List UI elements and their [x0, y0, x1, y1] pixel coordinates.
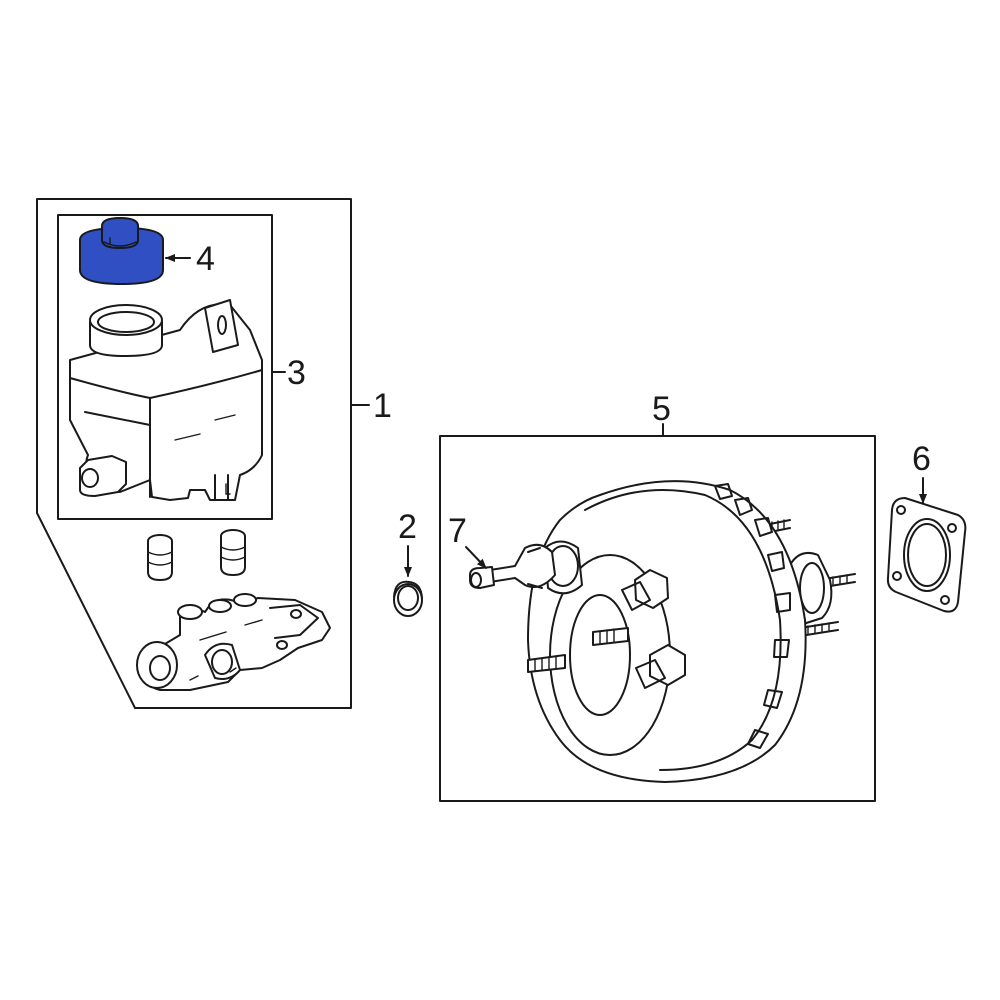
callout-5: 5: [652, 390, 671, 428]
group-1-outline: [36, 198, 352, 709]
reservoir-cap[interactable]: [79, 216, 164, 286]
grommet-left[interactable]: [147, 534, 173, 581]
group-5-outline: [439, 435, 876, 802]
master-cylinder-body[interactable]: [136, 593, 331, 691]
reservoir[interactable]: [69, 299, 263, 501]
callout-7: 7: [448, 512, 467, 550]
seal-ring[interactable]: [393, 580, 423, 617]
master-cylinder-group: 4 3 1: [36, 198, 392, 709]
brake-booster-group: 5: [439, 390, 876, 802]
group-3-outline: [57, 214, 273, 520]
booster-gasket[interactable]: [886, 497, 967, 613]
push-rod[interactable]: [469, 543, 556, 589]
callout-6: 6: [912, 440, 931, 478]
callout-2: 2: [398, 508, 417, 546]
callout-3: 3: [287, 354, 306, 392]
callout-1: 1: [373, 387, 392, 425]
callout-4: 4: [196, 240, 215, 278]
leader-7: [465, 546, 487, 569]
grommet-right[interactable]: [220, 529, 246, 576]
brake-booster[interactable]: [527, 480, 856, 783]
